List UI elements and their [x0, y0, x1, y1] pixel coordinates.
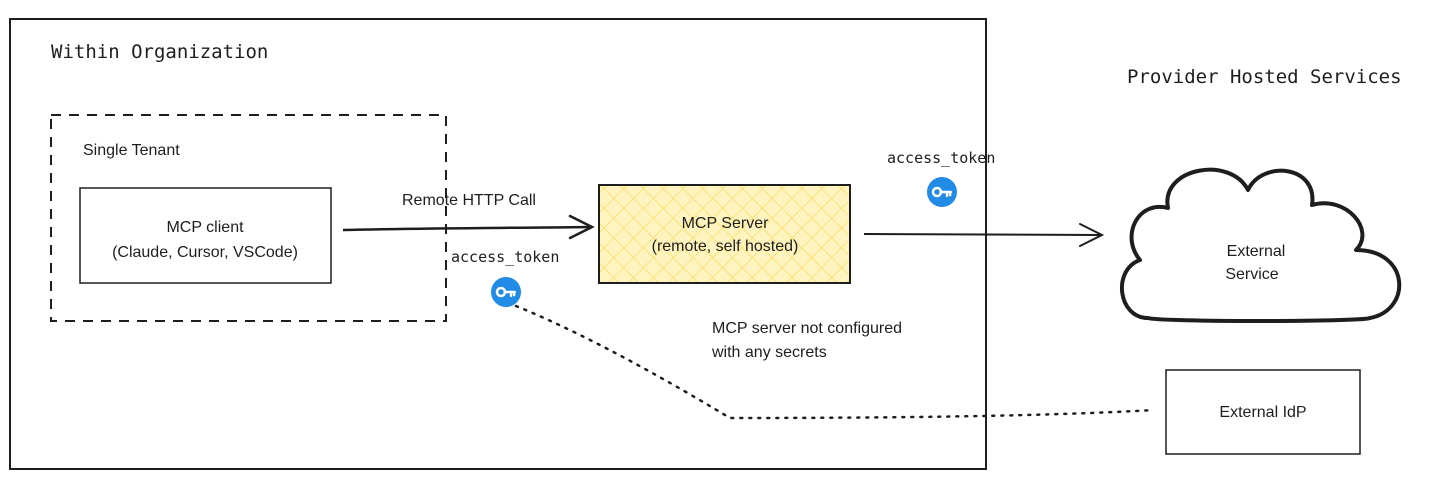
- external-service-label: External: [1227, 243, 1286, 260]
- single-tenant-boundary: [50, 114, 447, 322]
- mcp-client-sublabel: (Claude, Cursor, VSCode): [112, 244, 298, 261]
- remote-call-arrowhead: [568, 214, 595, 240]
- access-token-label-client: access_token: [451, 248, 559, 266]
- idp-token-connector: [514, 304, 1156, 420]
- remote-call-arrow: [342, 225, 591, 232]
- mcp-client-label: MCP client: [166, 219, 244, 236]
- access-token-label-service: access_token: [887, 149, 995, 167]
- external-service-sublabel: Service: [1225, 266, 1278, 283]
- mcp-server-sublabel: (remote, self hosted): [652, 238, 799, 255]
- remote-call-label: Remote HTTP Call: [402, 192, 536, 209]
- key-icon: [927, 177, 957, 207]
- organization-boundary: [9, 18, 987, 470]
- key-icon: [491, 277, 521, 307]
- organization-title: Within Organization: [51, 41, 268, 63]
- mcp-client-box: [79, 187, 332, 284]
- note-line-2: with any secrets: [711, 344, 827, 361]
- mcp-server-hatch: [598, 184, 851, 284]
- provider-title: Provider Hosted Services: [1127, 66, 1402, 88]
- note-line-1: MCP server not configured: [712, 320, 902, 337]
- mcp-server-label: MCP Server: [682, 215, 770, 232]
- single-tenant-label: Single Tenant: [83, 142, 180, 159]
- cloud-icon: [1119, 167, 1402, 323]
- service-call-arrow: [863, 233, 1101, 236]
- external-idp-box: [1165, 369, 1361, 455]
- service-call-arrowhead: [1079, 223, 1105, 247]
- external-idp-label: External IdP: [1219, 404, 1306, 421]
